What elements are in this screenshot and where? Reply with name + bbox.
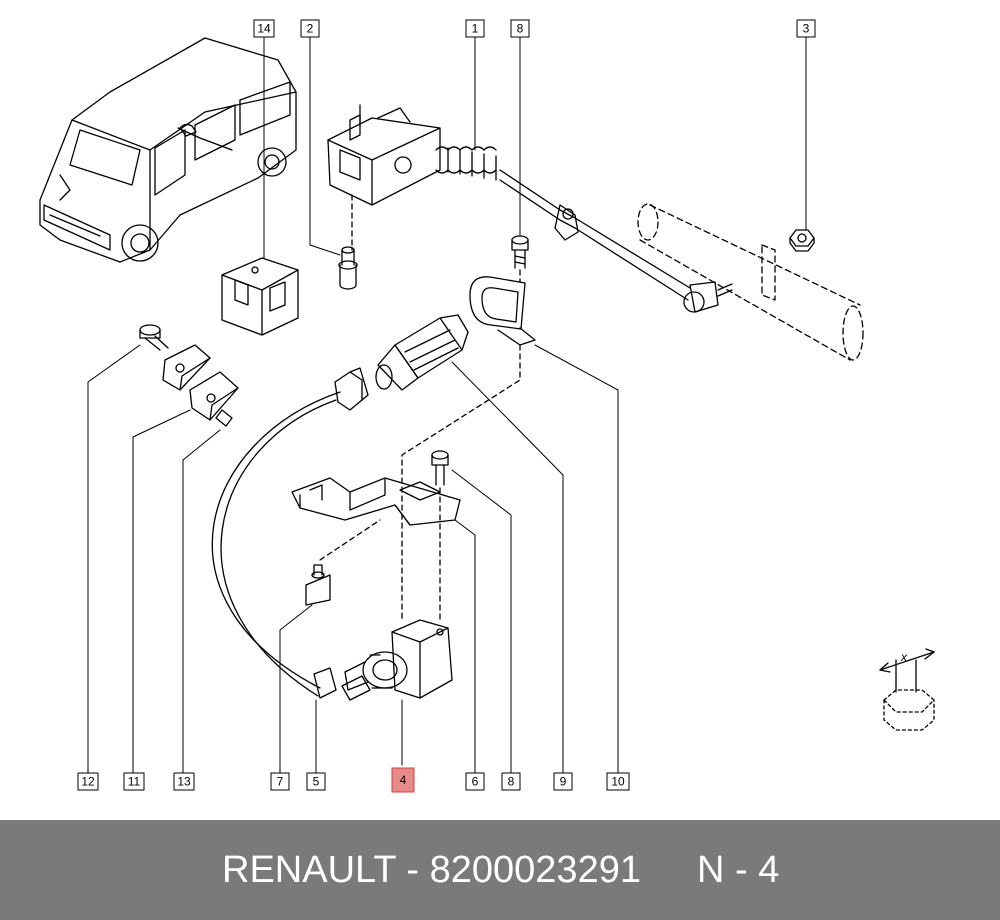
footer-caption: RENAULT - 8200023291 N - 4 (0, 820, 1000, 920)
callout-box (306, 772, 326, 791)
callout-box (796, 19, 816, 38)
part-2-bolt (338, 246, 358, 290)
callout-box (123, 772, 145, 791)
leader-lines (87, 35, 807, 776)
callout-number: 12 (81, 775, 95, 789)
callout-number: 10 (611, 775, 625, 789)
callout-1: 1 (465, 19, 485, 38)
callout-13: 13 (173, 772, 195, 791)
part-4-switch (344, 619, 453, 699)
part-10-clamp (469, 276, 536, 346)
callout-number: 1 (472, 22, 479, 36)
callout-2: 2 (300, 19, 320, 38)
callout-number: 9 (560, 775, 567, 789)
assembly-lines (319, 194, 521, 621)
callout-7: 7 (270, 772, 290, 791)
inset-dimension-label: x (900, 650, 908, 664)
callout-8: 8 (510, 19, 530, 38)
inset-nut-dimension (879, 648, 935, 731)
callout-box (173, 772, 195, 791)
callout-box (465, 772, 485, 791)
callout-14: 14 (253, 19, 275, 38)
callout-number: 5 (313, 775, 320, 789)
part-5-cable (211, 367, 371, 701)
callout-number: 11 (128, 775, 141, 789)
callout-box (510, 19, 530, 38)
part-9-cable-end (375, 314, 469, 391)
callout-box (501, 772, 521, 791)
callout-number: 13 (177, 775, 191, 789)
callout-4: 4 (391, 767, 415, 793)
van-illustration (39, 37, 297, 263)
part-8-bolt-top (511, 235, 529, 269)
callout-number: 2 (307, 22, 314, 36)
part-7-bush (305, 564, 331, 606)
part-8-bolt-lower (431, 450, 449, 486)
footer-brand-part-number: RENAULT - 8200023291 (222, 849, 641, 891)
callout-box (77, 772, 99, 791)
callout-box (253, 19, 275, 38)
callout-number: 8 (508, 775, 515, 789)
callout-number: 14 (257, 22, 271, 36)
callout-box (300, 19, 320, 38)
callout-5: 5 (306, 772, 326, 791)
footer-reference: N - 4 (697, 849, 780, 891)
callout-number: 4 (400, 773, 407, 787)
callout-number: 7 (277, 775, 284, 789)
callout-3: 3 (796, 19, 816, 38)
callout-number: 6 (472, 775, 479, 789)
callout-9: 9 (553, 772, 573, 791)
callout-box (553, 772, 573, 791)
part-1-gear-linkage (327, 104, 733, 313)
callout-6: 6 (465, 772, 485, 791)
part-6-bracket (291, 477, 461, 526)
callout-number: 8 (517, 22, 524, 36)
callout-12: 12 (77, 772, 99, 791)
shift-tube-outline (637, 203, 864, 361)
callout-box (465, 19, 485, 38)
footer-bar: RENAULT - 8200023291 N - 4 (0, 820, 1000, 920)
callout-number: 3 (803, 22, 810, 36)
callout-box (606, 772, 630, 791)
callout-box (391, 767, 415, 793)
part-14-rubber-mount (221, 257, 299, 336)
callout-11: 11 (123, 772, 145, 791)
callout-8: 8 (501, 772, 521, 791)
callout-10: 10 (606, 772, 630, 791)
parts-11-12-13-brackets (139, 324, 239, 427)
callout-box (270, 772, 290, 791)
part-3-nut (789, 229, 815, 252)
